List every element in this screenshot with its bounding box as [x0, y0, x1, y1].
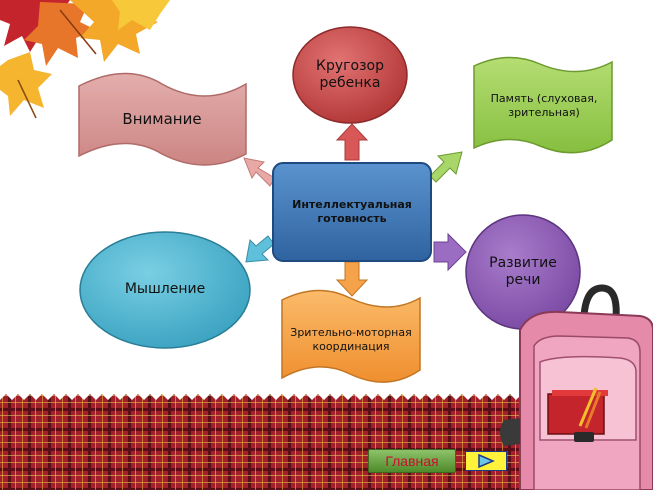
backpack-decoration	[500, 284, 653, 490]
next-slide-button[interactable]	[465, 451, 507, 471]
diagram-arrows	[243, 123, 467, 297]
arrow-to-outlook	[335, 123, 369, 161]
node-coordination-shape	[281, 289, 421, 383]
node-coordination-label: Зрительно-моторная координация	[290, 326, 412, 353]
arrow-to-memory	[429, 151, 463, 183]
node-attention-shape	[78, 72, 247, 166]
arrow-to-attention	[243, 157, 276, 187]
arrow-to-coordination	[335, 261, 369, 297]
play-triangle-icon	[478, 454, 495, 468]
node-memory-shape	[473, 56, 613, 154]
plaid-fence-decoration	[0, 394, 520, 490]
node-center-label: Интеллектуальная готовность	[292, 198, 412, 225]
node-center-shape	[272, 162, 432, 262]
node-thinking-label: Мышление	[124, 281, 206, 298]
arrow-to-speech	[433, 232, 467, 272]
node-thinking-shape	[79, 231, 251, 349]
node-memory-label: Память (слуховая, зрительная)	[490, 92, 598, 119]
node-speech-label: Развитие речи	[489, 254, 557, 289]
arrow-to-thinking	[245, 235, 275, 263]
node-attention-label: Внимание	[122, 109, 202, 128]
node-outlook-label: Кругозор ребенка	[316, 57, 384, 92]
node-outlook-shape	[292, 26, 408, 124]
autumn-leaves-decoration	[0, 0, 170, 119]
home-button[interactable]: Главная	[368, 449, 456, 473]
